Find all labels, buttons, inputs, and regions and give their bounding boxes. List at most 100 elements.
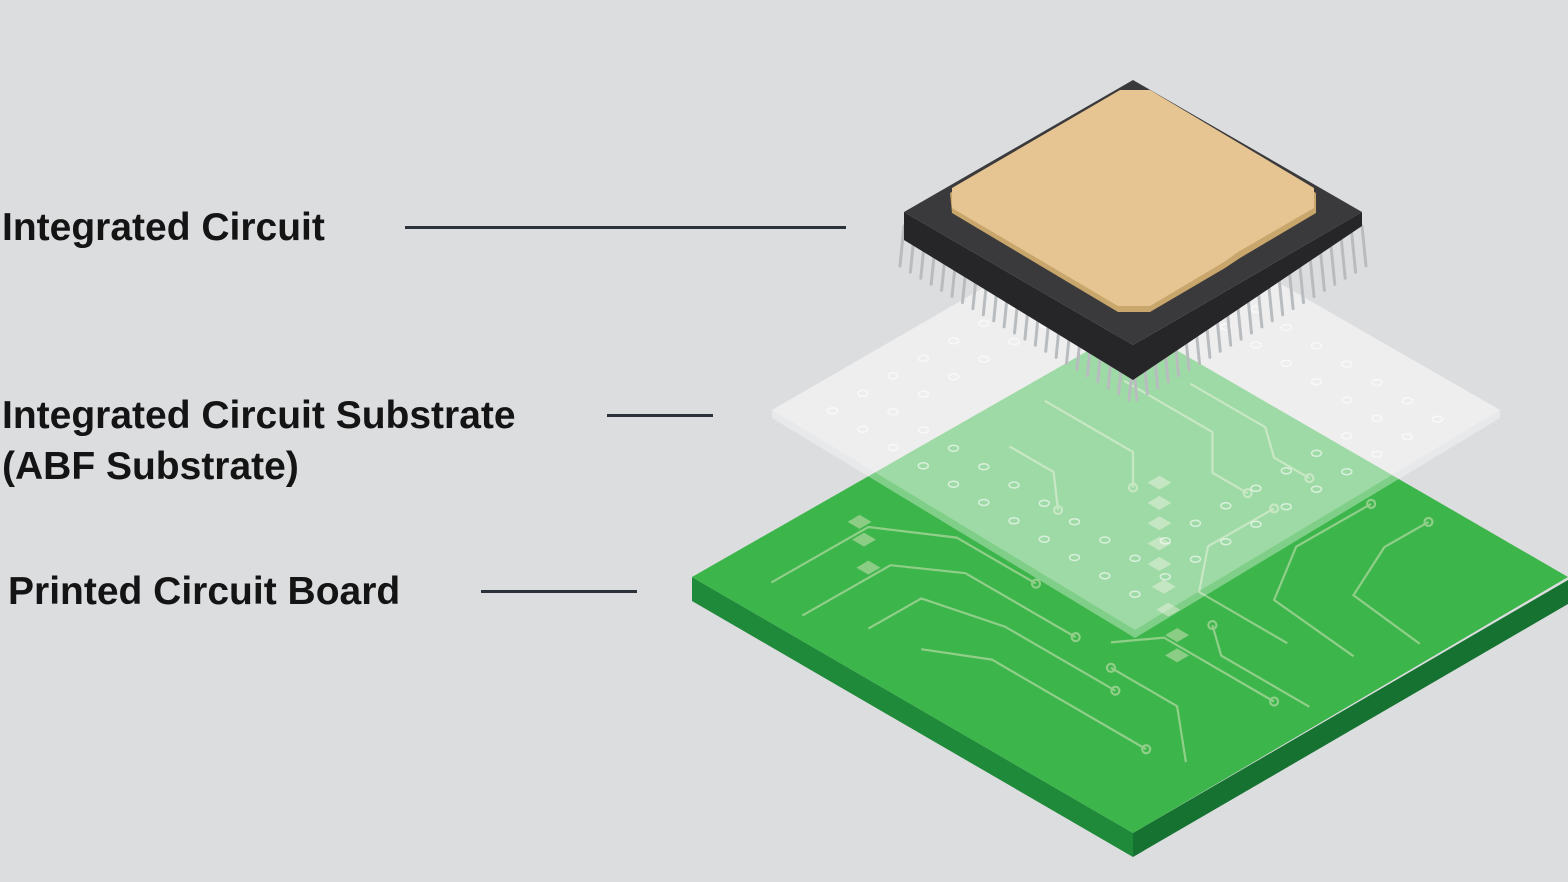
substrate-pad [887,443,899,452]
label-ic-substrate: Integrated Circuit Substrate (ABF Substr… [2,390,516,492]
pcb-side-left [692,577,1133,857]
chip-pin [1350,230,1358,274]
pcb-via [1030,578,1042,589]
leader-line-ic-substrate [607,414,713,417]
pcb-trace [921,648,1147,751]
substrate-pad [947,372,960,381]
substrate-pad [1401,432,1414,441]
leader-line-printed-circuit-board [481,590,637,593]
pcb-via [1207,619,1218,631]
substrate-pad [1038,535,1051,543]
chip-pin [1360,224,1368,268]
substrate-pad [1189,519,1202,528]
pcb-trace [1211,624,1310,708]
substrate-pad [1341,396,1353,404]
substrate-pad [1250,484,1262,493]
substrate-pad [1310,485,1323,493]
substrate-pad [917,426,930,434]
substrate-pad [978,355,990,363]
substrate-pad [887,407,899,416]
substrate-pad [1220,537,1232,546]
chip-pin [1308,255,1316,298]
substrate-pad [1008,481,1020,489]
substrate-pad [1099,572,1111,580]
pcb-trace [1272,502,1372,658]
substrate-pad [1431,415,1444,423]
pcb-pad [856,560,881,575]
substrate-pad [1159,537,1172,545]
substrate-pad [1038,499,1051,508]
substrate-pad [1371,414,1383,423]
pcb-trace [1110,666,1187,763]
label-integrated-circuit: Integrated Circuit [2,206,325,249]
substrate-top [772,200,1500,630]
integrated-circuit-chip [898,80,1368,402]
substrate-pad [917,354,930,363]
substrate-pad [1008,517,1020,525]
pcb-pad [851,532,876,547]
pcb-trace [867,597,1116,692]
substrate-pad [1401,397,1414,405]
substrate-pad [917,390,930,398]
substrate-pad [1250,341,1262,349]
substrate-pad [1159,572,1172,581]
substrate-pad [947,480,960,488]
chip-pin [1329,242,1337,286]
substrate-pad [978,319,990,328]
chip-pin [1287,267,1295,311]
chip-die [952,90,1314,306]
substrate-pad [1280,323,1293,332]
substrate-pad [1068,517,1081,526]
substrate-pad [1189,555,1202,563]
pcb-via [1269,696,1280,707]
substrate-pad [1099,536,1111,544]
pcb-pad [847,514,872,529]
label-ic-substrate-line2: (ABF Substrate) [2,445,299,488]
substrate-pad [887,372,899,380]
substrate-pad [1068,553,1081,562]
substrate-pad [1008,337,1020,346]
label-ic-substrate-line1: Integrated Circuit Substrate [2,394,516,437]
substrate-pad [917,462,930,470]
substrate-pad [1341,360,1353,368]
leader-line-integrated-circuit [405,226,846,229]
pcb-via [1423,516,1434,528]
substrate-pad [1310,377,1323,386]
substrate-pad [978,498,990,507]
chip-pin [1318,248,1326,292]
pcb-trace [801,564,1077,639]
substrate-pad [857,425,869,433]
pcb-trace [1352,520,1430,645]
substrate-pad [826,407,839,415]
chip-pin [898,224,906,268]
pcb-pad [1165,648,1190,663]
substrate-pad [1220,502,1232,510]
pcb-via [1070,632,1081,643]
chip-pin [1339,236,1347,280]
substrate-pad [978,462,990,471]
pcb-trace [770,525,1037,585]
substrate-pad [1220,322,1232,331]
pcb-trace [1110,636,1275,703]
label-printed-circuit-board: Printed Circuit Board [8,570,401,613]
substrate-pad [1280,467,1293,475]
substrate-pad [947,337,960,345]
chip-pin [1298,261,1305,304]
substrate-pad [1341,432,1353,440]
substrate-pad [947,444,960,453]
substrate-pad [857,389,869,398]
pcb-pad [1165,628,1190,643]
substrate-pad [1280,359,1293,368]
substrate-pad [1371,378,1383,387]
pcb-via [1366,498,1377,509]
substrate-pad [1280,502,1293,511]
substrate-pad [1310,449,1323,458]
pcb-via [1105,662,1117,673]
pcb-via [1110,685,1121,696]
pcb-via [1141,744,1152,755]
chip-body-side [904,212,1362,380]
substrate-pad [1310,342,1323,350]
substrate-pad [1250,520,1262,528]
